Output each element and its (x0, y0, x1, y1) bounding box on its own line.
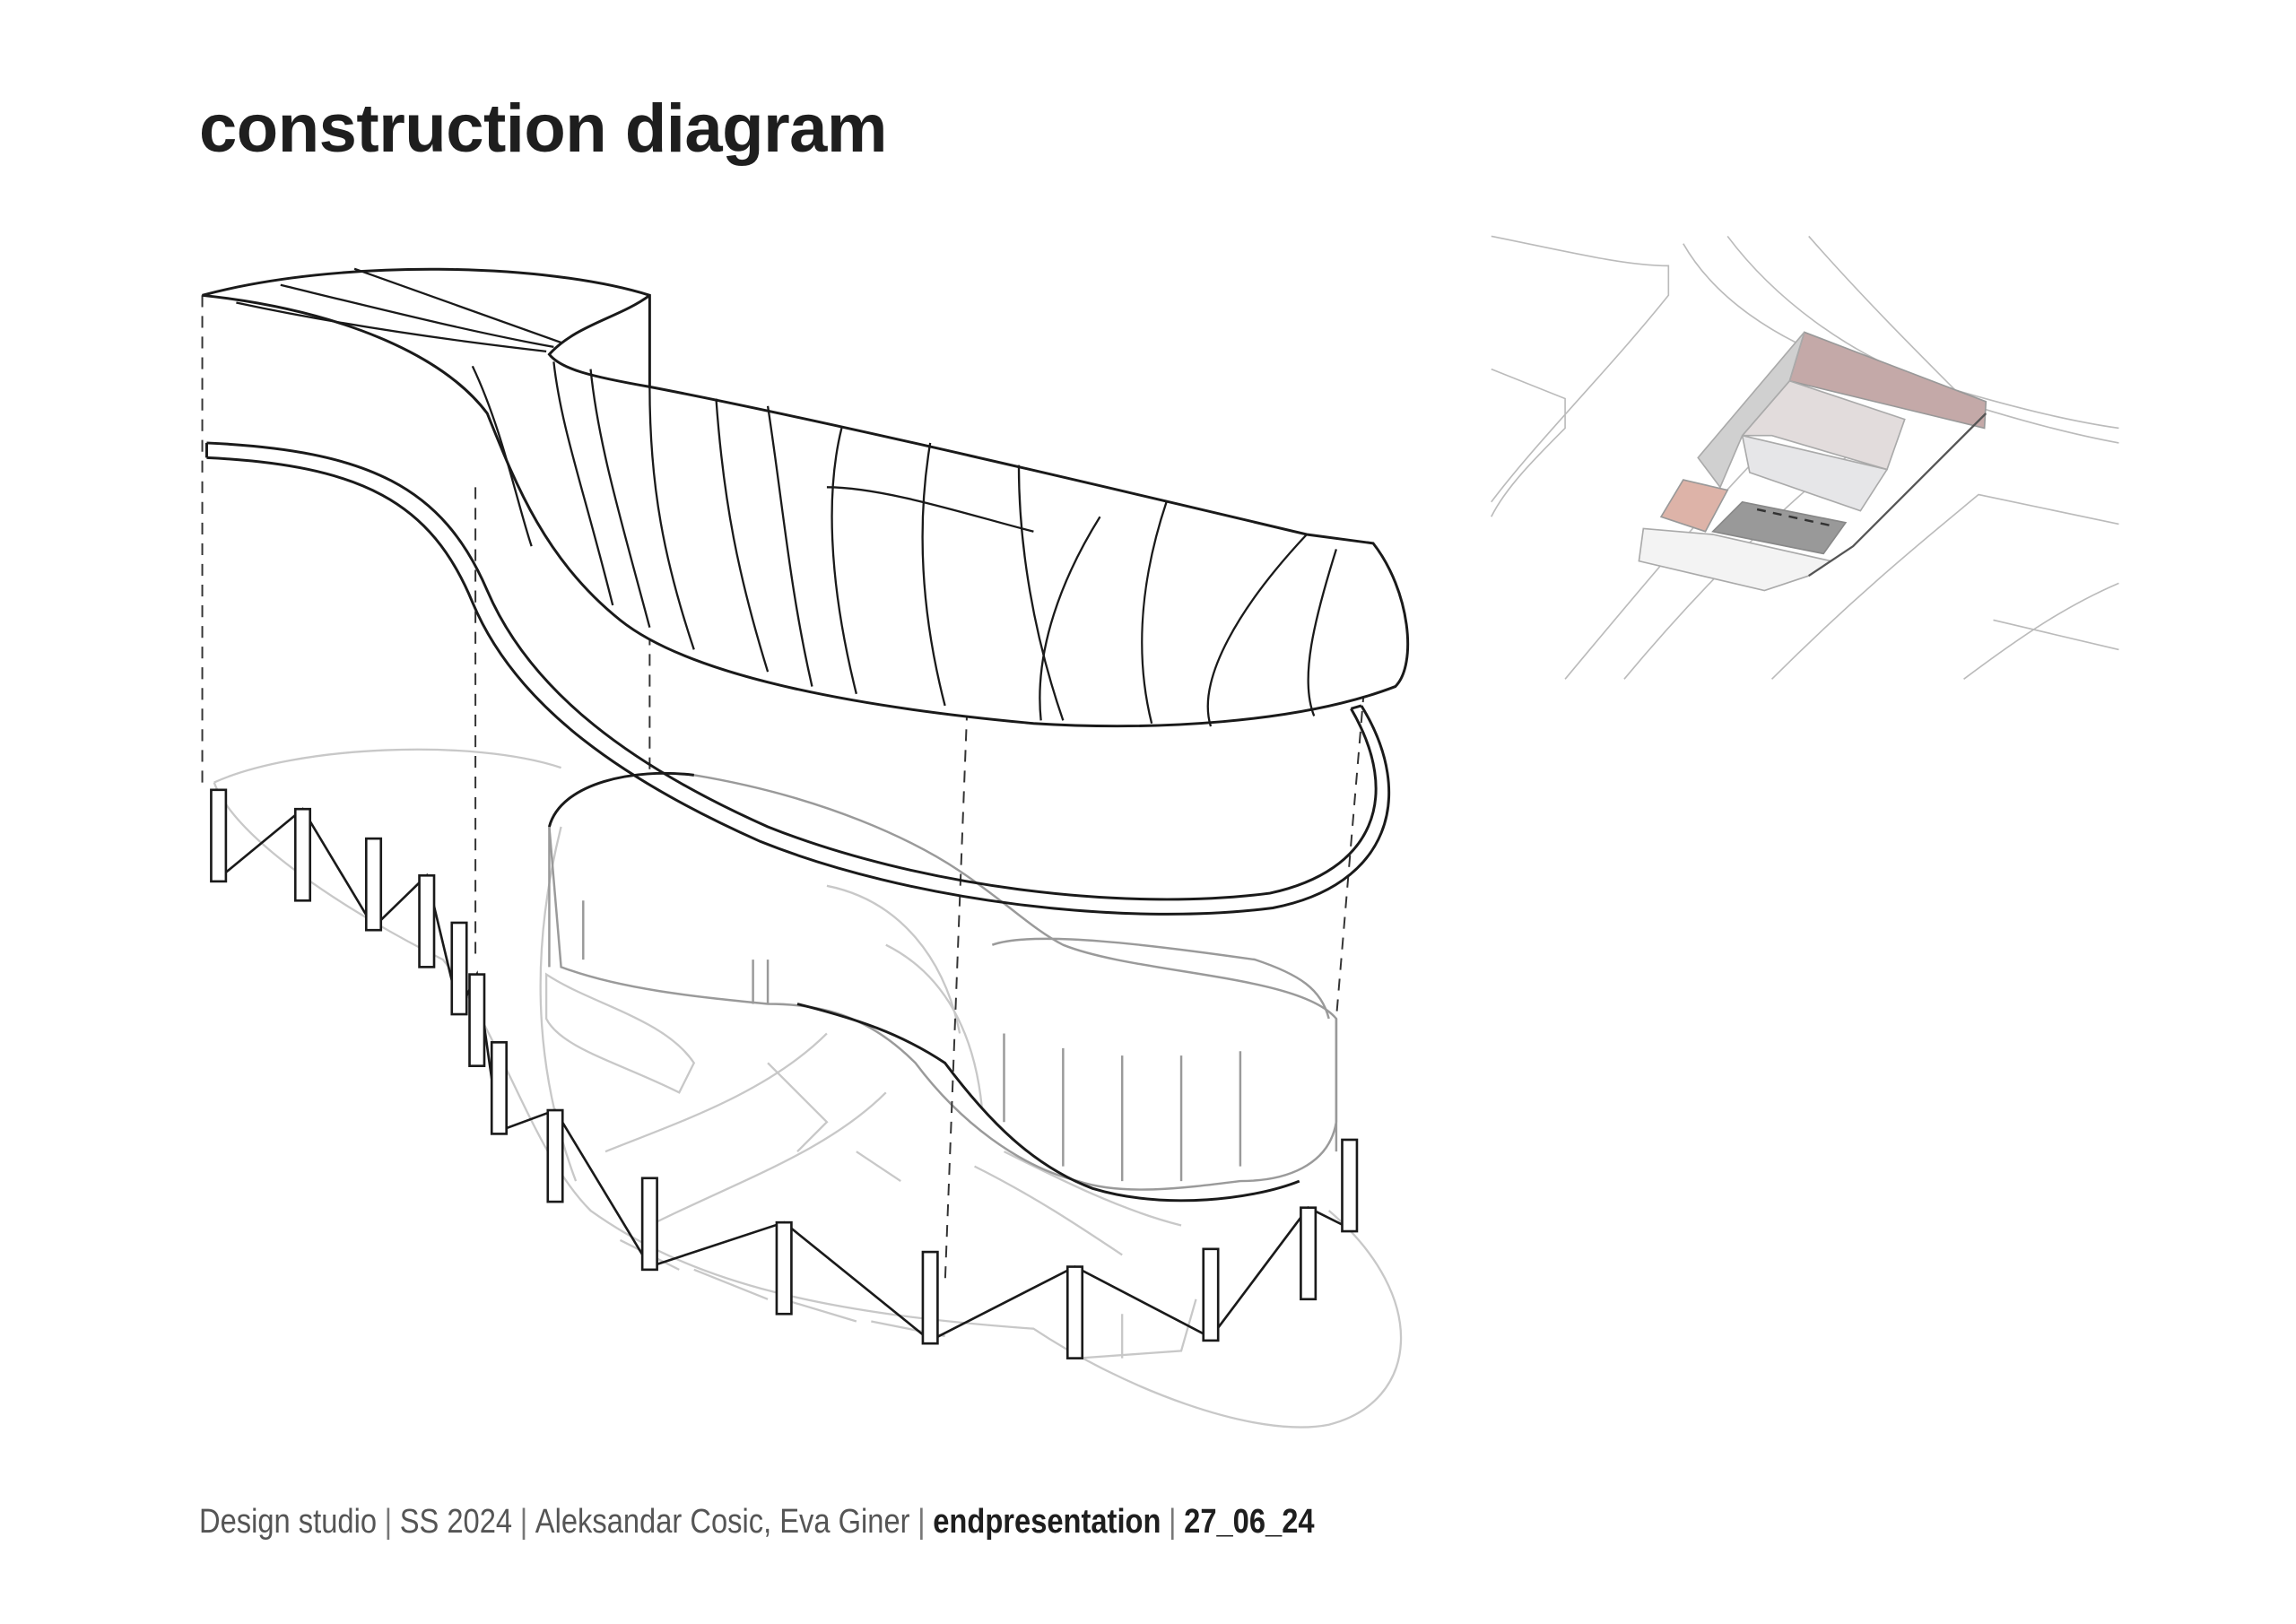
column (1300, 1206, 1318, 1301)
footer: Design studio|SS 2024|Aleksandar Cosic, … (199, 1503, 1315, 1541)
separator: | (519, 1503, 528, 1541)
footer-semester: SS 2024 (399, 1503, 513, 1541)
ground-floor-plan (213, 748, 1403, 1429)
ring-beam (205, 441, 1391, 916)
column (1341, 1138, 1359, 1233)
column (468, 973, 486, 1067)
terracotta-layer-detail (1659, 479, 1729, 533)
roof-ribs (236, 267, 1338, 727)
column (418, 873, 436, 968)
column (1065, 1265, 1084, 1359)
column (921, 1250, 939, 1345)
footer-event: endpresentation (933, 1503, 1161, 1541)
detail-inset (1491, 235, 2119, 680)
upper-slab-edge (547, 771, 1300, 1203)
column (640, 1177, 658, 1272)
column (546, 1108, 564, 1203)
separator: | (918, 1503, 926, 1541)
page-title: construction diagram (199, 91, 888, 167)
footer-date: 27_06_24 (1184, 1503, 1315, 1541)
column (450, 921, 468, 1016)
column (775, 1220, 793, 1316)
columns (210, 788, 1359, 1359)
concrete-layer-detail (1711, 500, 1848, 555)
column (1202, 1247, 1220, 1342)
column (490, 1041, 508, 1135)
footer-authors: Aleksandar Cosic, Eva Giner (535, 1503, 910, 1541)
column (364, 837, 383, 932)
footer-course: Design studio (199, 1503, 378, 1541)
column (293, 807, 312, 902)
separator: | (1169, 1503, 1177, 1541)
column (210, 788, 228, 883)
separator: | (384, 1503, 393, 1541)
